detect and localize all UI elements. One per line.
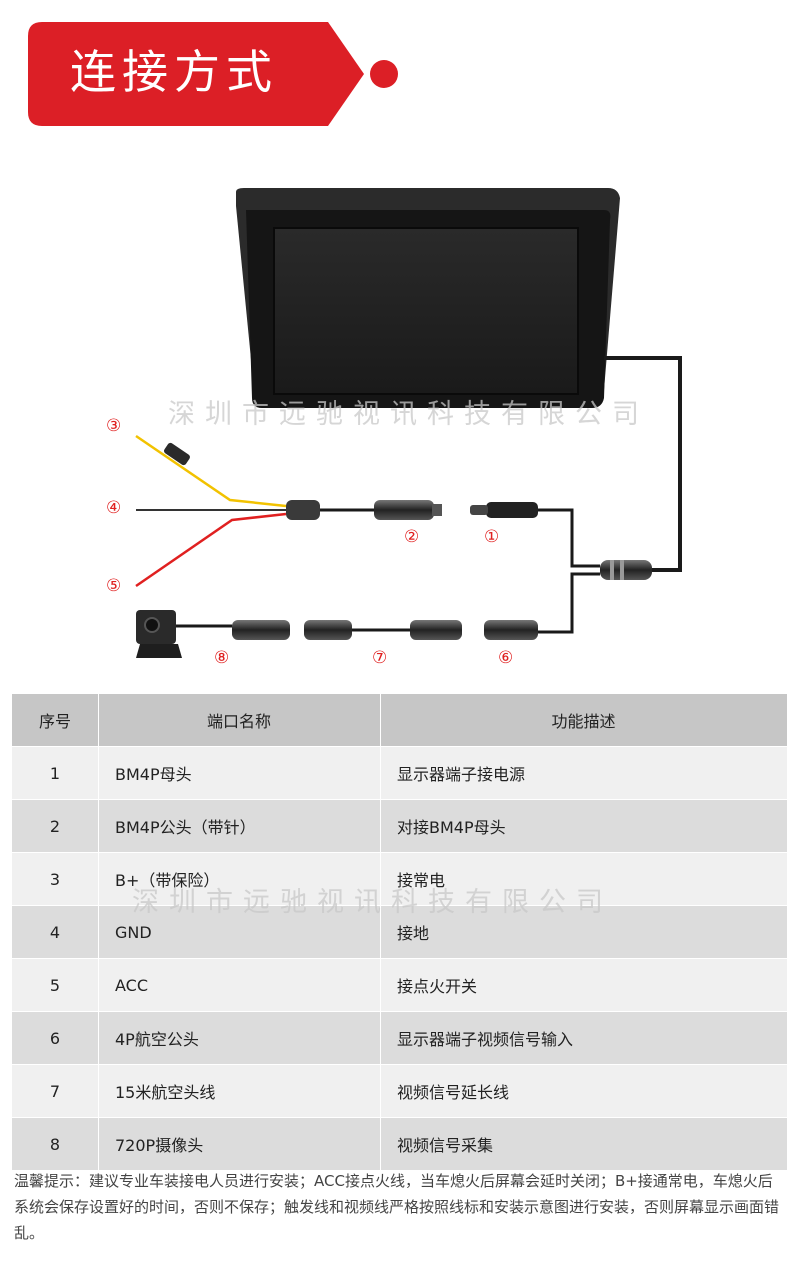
row-function: 显示器端子接电源 <box>380 746 788 800</box>
row-function: 接常电 <box>380 852 788 906</box>
table-row: 3 B+（带保险） 接常电 <box>12 852 788 906</box>
row-index: 1 <box>12 746 99 800</box>
camera <box>136 610 182 658</box>
row-index: 3 <box>12 852 99 906</box>
row-port-name: ACC <box>98 958 381 1012</box>
table-row: 1 BM4P母头 显示器端子接电源 <box>12 746 788 800</box>
port-label-5: ⑤ <box>106 576 122 596</box>
row-function: 接地 <box>380 905 788 959</box>
port-label-7: ⑦ <box>372 648 388 668</box>
monitor <box>236 188 620 408</box>
row-function: 显示器端子视频信号输入 <box>380 1011 788 1065</box>
row-function: 对接BM4P母头 <box>380 799 788 853</box>
table-row: 8 720P摄像头 视频信号采集 <box>12 1117 788 1171</box>
connector-6 <box>484 620 538 640</box>
row-port-name: BM4P母头 <box>98 746 381 800</box>
row-index: 4 <box>12 905 99 959</box>
header-port-name: 端口名称 <box>98 694 381 747</box>
connector-8 <box>232 620 290 640</box>
table-row: 6 4P航空公头 显示器端子视频信号输入 <box>12 1011 788 1065</box>
installation-tip: 温馨提示：建议专业车装接电人员进行安装；ACC接点火线，当车熄火后屏幕会延时关闭… <box>14 1172 780 1242</box>
row-index: 6 <box>12 1011 99 1065</box>
header-index: 序号 <box>12 694 99 747</box>
table-header-row: 序号 端口名称 功能描述 <box>12 694 788 747</box>
table-row: 2 BM4P公头（带针） 对接BM4P母头 <box>12 799 788 853</box>
row-index: 2 <box>12 799 99 853</box>
connector-2 <box>374 500 442 520</box>
table-row: 5 ACC 接点火开关 <box>12 958 788 1012</box>
splitter-connector <box>600 560 652 580</box>
row-port-name: 720P摄像头 <box>98 1117 381 1171</box>
row-index: 8 <box>12 1117 99 1171</box>
wiring-diagram: ① ② ③ ④ ⑤ ⑥ ⑦ ⑧ <box>0 180 800 680</box>
port-label-4: ④ <box>106 498 122 518</box>
row-index: 5 <box>12 958 99 1012</box>
connector-7-right <box>410 620 462 640</box>
table-row: 4 GND 接地 <box>12 905 788 959</box>
watermark: 深圳市远驰视讯科技有限公司 <box>168 399 649 430</box>
banner-shape <box>28 22 364 126</box>
section-banner: 连接方式 <box>28 22 368 126</box>
port-table: 序号 端口名称 功能描述 1 BM4P母头 显示器端子接电源 2 BM4P公头（… <box>12 694 788 1171</box>
row-index: 7 <box>12 1064 99 1118</box>
section-title: 连接方式 <box>70 45 278 99</box>
port-label-8: ⑧ <box>214 648 230 668</box>
connector-7-left <box>304 620 352 640</box>
table-row: 7 15米航空头线 视频信号延长线 <box>12 1064 788 1118</box>
row-function: 视频信号采集 <box>380 1117 788 1171</box>
row-port-name: 15米航空头线 <box>98 1064 381 1118</box>
row-function: 接点火开关 <box>380 958 788 1012</box>
header-function: 功能描述 <box>380 694 788 747</box>
watermark-table: 深圳市远驰视讯科技有限公司 <box>132 887 613 918</box>
row-port-name: GND <box>98 905 381 959</box>
port-label-1: ① <box>484 527 500 547</box>
wiring-diagram-art <box>135 188 682 658</box>
row-port-name: 4P航空公头 <box>98 1011 381 1065</box>
port-label-2: ② <box>404 527 420 547</box>
port-label-3: ③ <box>106 416 122 436</box>
row-port-name: BM4P公头（带针） <box>98 799 381 853</box>
connector-1 <box>470 502 538 518</box>
row-function: 视频信号延长线 <box>380 1064 788 1118</box>
banner-dot <box>370 60 398 88</box>
port-label-6: ⑥ <box>498 648 514 668</box>
row-port-name: B+（带保险） <box>98 852 381 906</box>
